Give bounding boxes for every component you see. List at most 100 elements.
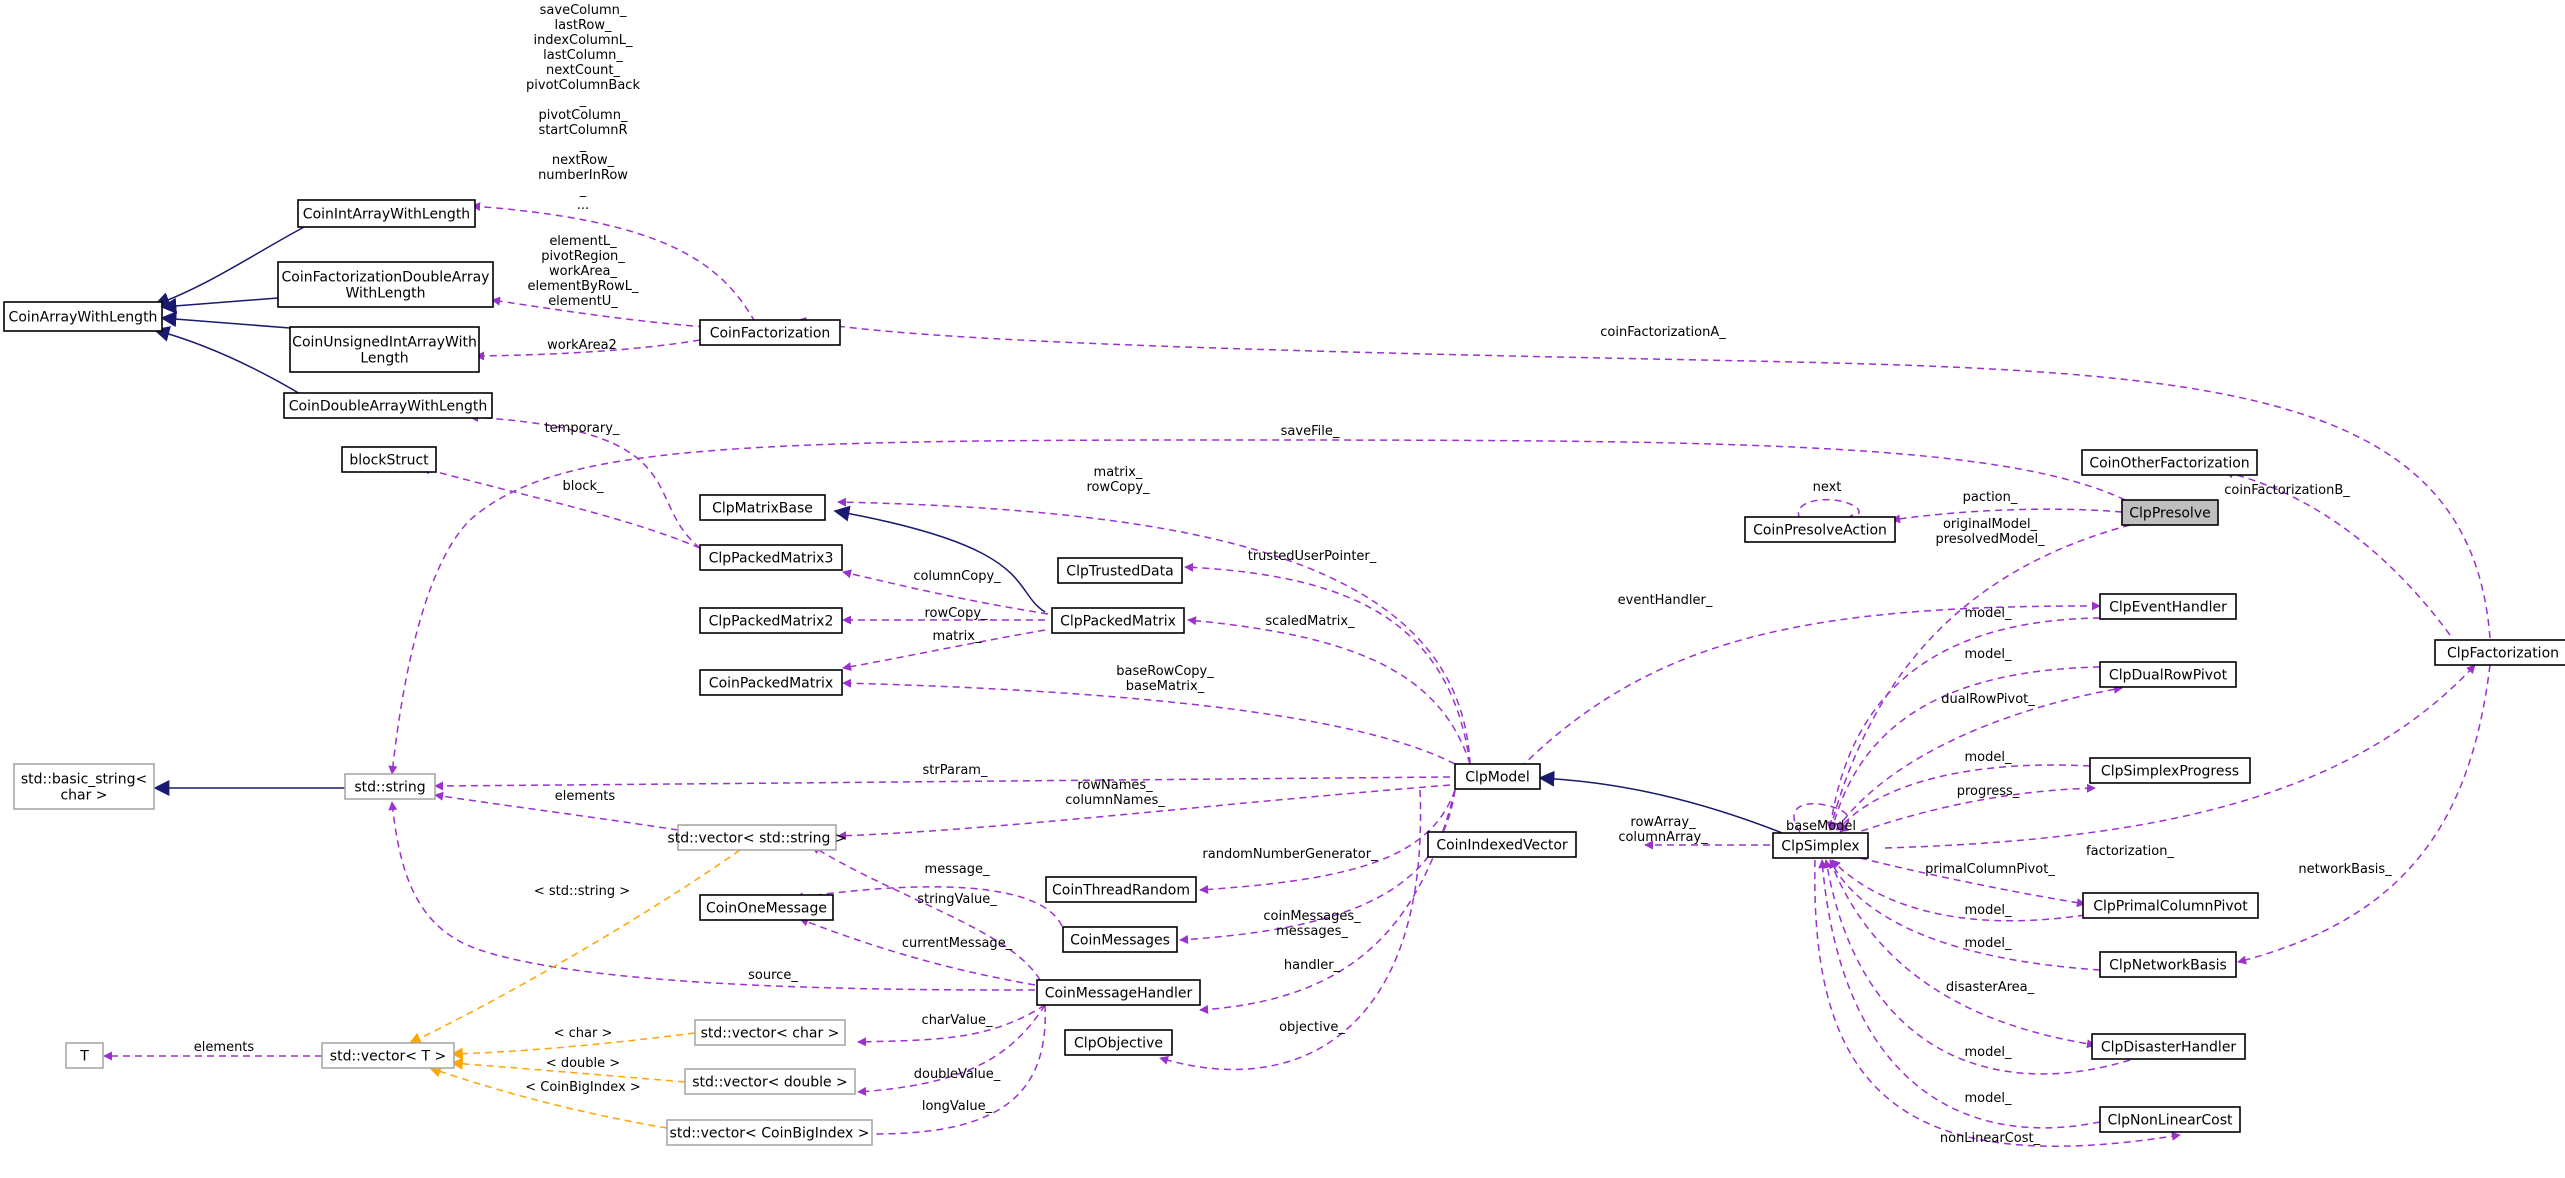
node-box[interactable] bbox=[344, 773, 436, 800]
node-clpnonlinearcost[interactable]: ClpNonLinearCost bbox=[2099, 1106, 2241, 1133]
node-label: std::vector< std::string > bbox=[667, 831, 846, 847]
node-clpfactorization[interactable]: ClpFactorization bbox=[2434, 639, 2565, 666]
node-clppackedmatrix3[interactable]: ClpPackedMatrix3 bbox=[699, 544, 843, 571]
node-std-basic-string[interactable]: std::basic_string<char > bbox=[13, 763, 155, 810]
node-coinmessagehandler[interactable]: CoinMessageHandler bbox=[1036, 979, 1201, 1006]
node-box[interactable] bbox=[699, 544, 843, 571]
node-coindoublearraywithlength[interactable]: CoinDoubleArrayWithLength bbox=[283, 392, 493, 419]
node-box[interactable] bbox=[2121, 499, 2219, 526]
node-box[interactable] bbox=[2099, 661, 2237, 688]
node-std-vector-double[interactable]: std::vector< double > bbox=[684, 1068, 856, 1095]
node-clppackedmatrix2[interactable]: ClpPackedMatrix2 bbox=[699, 607, 843, 634]
node-clppresolve[interactable]: ClpPresolve bbox=[2121, 499, 2219, 526]
node-box[interactable] bbox=[699, 894, 834, 921]
node-std-vector-string[interactable]: std::vector< std::string > bbox=[667, 824, 847, 851]
node-box[interactable] bbox=[1045, 876, 1197, 903]
node-label: CoinFactorization bbox=[710, 326, 831, 342]
node-coinarraywithlength[interactable]: CoinArrayWithLength bbox=[3, 301, 163, 332]
node-box[interactable] bbox=[1051, 607, 1185, 634]
node-box[interactable] bbox=[699, 669, 843, 696]
edge-label-line: baseModel bbox=[1786, 819, 1856, 834]
node-box[interactable] bbox=[1064, 1029, 1173, 1056]
node-box[interactable] bbox=[297, 199, 476, 228]
node-box[interactable] bbox=[341, 446, 437, 473]
node-label: ClpDisasterHandler bbox=[2101, 1040, 2237, 1056]
node-clptrusteddata[interactable]: ClpTrustedData bbox=[1057, 557, 1183, 584]
edge-label-line: source_ bbox=[748, 968, 798, 983]
node-coinintarraywithlength[interactable]: CoinIntArrayWithLength bbox=[297, 199, 476, 228]
edge-label: source_ bbox=[748, 968, 798, 983]
node-box[interactable] bbox=[1057, 557, 1183, 584]
node-std-vector-t[interactable]: std::vector< T > bbox=[321, 1042, 455, 1069]
node-box[interactable] bbox=[699, 494, 826, 521]
node-std-string[interactable]: std::string bbox=[344, 773, 436, 800]
node-label: CoinPresolveAction bbox=[1753, 523, 1887, 539]
node-coinpackedmatrix[interactable]: CoinPackedMatrix bbox=[699, 669, 843, 696]
node-box[interactable] bbox=[13, 763, 155, 810]
node-box[interactable] bbox=[2091, 1033, 2246, 1060]
node-box[interactable] bbox=[2099, 593, 2237, 620]
node-box[interactable] bbox=[2099, 951, 2237, 978]
edge-label: elements bbox=[555, 789, 616, 804]
node-clpsimplex[interactable]: ClpSimplex bbox=[1772, 832, 1869, 859]
node-box[interactable] bbox=[2089, 757, 2251, 784]
node-t[interactable]: T bbox=[65, 1042, 104, 1069]
node-box[interactable] bbox=[321, 1042, 455, 1069]
edge-label-line: coinFactorizationB_ bbox=[2224, 483, 2350, 498]
node-blockstruct[interactable]: blockStruct bbox=[341, 446, 437, 473]
node-clpdualrowpivot[interactable]: ClpDualRowPivot bbox=[2099, 661, 2237, 688]
node-clppackedmatrix[interactable]: ClpPackedMatrix bbox=[1051, 607, 1185, 634]
node-coinfactorization[interactable]: CoinFactorization bbox=[699, 319, 841, 346]
node-std-vector-char[interactable]: std::vector< char > bbox=[694, 1019, 846, 1046]
edge-label: rowCopy_ bbox=[924, 606, 988, 621]
node-coinonemessage[interactable]: CoinOneMessage bbox=[699, 894, 834, 921]
node-clpprimalcolumnpivot[interactable]: ClpPrimalColumnPivot bbox=[2082, 892, 2259, 919]
node-box[interactable] bbox=[2081, 449, 2258, 476]
node-coinotherfactorization[interactable]: CoinOtherFactorization bbox=[2081, 449, 2258, 476]
node-clpnetworkbasis[interactable]: ClpNetworkBasis bbox=[2099, 951, 2237, 978]
node-clpdisasterhandler[interactable]: ClpDisasterHandler bbox=[2091, 1033, 2246, 1060]
node-box[interactable] bbox=[3, 301, 163, 332]
node-coinpresolveaction[interactable]: CoinPresolveAction bbox=[1744, 516, 1896, 543]
node-box[interactable] bbox=[1772, 832, 1869, 859]
node-box[interactable] bbox=[684, 1068, 856, 1095]
node-box[interactable] bbox=[2434, 639, 2565, 666]
node-coinmessages[interactable]: CoinMessages bbox=[1062, 926, 1178, 953]
node-clpeventhandler[interactable]: ClpEventHandler bbox=[2099, 593, 2237, 620]
node-box[interactable] bbox=[65, 1042, 104, 1069]
edge-label: rowArray_columnArray_ bbox=[1618, 815, 1708, 845]
edge-model-nonlinear bbox=[1818, 859, 2101, 1129]
node-box[interactable] bbox=[2099, 1106, 2241, 1133]
node-box[interactable] bbox=[699, 319, 841, 346]
edge-label: message_ bbox=[925, 862, 990, 877]
node-box[interactable] bbox=[283, 392, 493, 419]
node-coinindexedvector[interactable]: CoinIndexedVector bbox=[1427, 831, 1577, 858]
node-label: CoinFactorizationDoubleArray bbox=[282, 270, 490, 286]
node-clpmatrixbase[interactable]: ClpMatrixBase bbox=[699, 494, 826, 521]
node-box[interactable] bbox=[677, 824, 837, 851]
node-box[interactable] bbox=[1454, 763, 1541, 790]
node-box[interactable] bbox=[1036, 979, 1201, 1006]
node-clpmodel[interactable]: ClpModel bbox=[1454, 763, 1541, 790]
node-box[interactable] bbox=[699, 607, 843, 634]
node-box[interactable] bbox=[1744, 516, 1896, 543]
node-box[interactable] bbox=[289, 326, 480, 373]
edge-doublearray-to-arraywithlength bbox=[153, 326, 303, 396]
node-box[interactable] bbox=[666, 1119, 873, 1146]
edge-label-line: workArea2 bbox=[547, 338, 617, 353]
node-clpobjective[interactable]: ClpObjective bbox=[1064, 1029, 1173, 1056]
node-clpsimplexprogress[interactable]: ClpSimplexProgress bbox=[2089, 757, 2251, 784]
node-box[interactable] bbox=[1062, 926, 1178, 953]
node-cointhreadrandom[interactable]: CoinThreadRandom bbox=[1045, 876, 1197, 903]
node-box[interactable] bbox=[1427, 831, 1577, 858]
node-std-vector-coinbigindex[interactable]: std::vector< CoinBigIndex > bbox=[666, 1119, 873, 1146]
edge-label-line: strParam_ bbox=[923, 763, 988, 778]
edge-clpsimplex-to-clpmodel bbox=[1538, 770, 1791, 837]
node-box[interactable] bbox=[277, 261, 494, 308]
node-box[interactable] bbox=[694, 1019, 846, 1046]
edge-elements-string bbox=[434, 791, 679, 831]
node-box[interactable] bbox=[2082, 892, 2259, 919]
edge-label-line: block_ bbox=[563, 479, 604, 494]
